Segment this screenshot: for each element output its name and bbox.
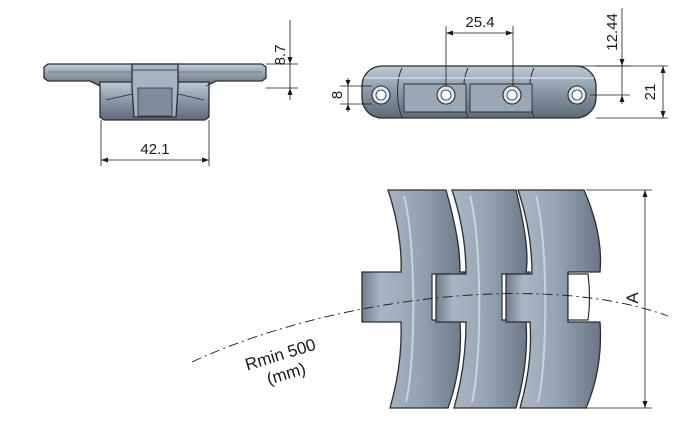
label-overall-height: 12.44 <box>604 13 621 51</box>
label-pin-height: 8 <box>329 91 346 99</box>
dim-total-height: 21 <box>596 65 668 119</box>
dim-pitch: 25.4 <box>445 14 514 86</box>
dim-pin-height: 8 <box>329 78 372 112</box>
label-chain-width: A <box>623 292 642 304</box>
dim-base-width: 42.1 <box>100 120 210 166</box>
radius-label: Rmin 500 (mm) <box>243 335 318 389</box>
dim-chain-width: A <box>586 189 652 409</box>
radius-path <box>191 293 669 363</box>
chain-plate-2 <box>435 189 531 409</box>
top-view <box>361 189 602 409</box>
dim-top-height: 8.7 <box>266 20 298 100</box>
label-pitch: 25.4 <box>465 14 494 31</box>
label-top-height: 8.7 <box>272 45 289 66</box>
label-total-height: 21 <box>642 84 659 101</box>
label-base-width: 42.1 <box>140 141 169 158</box>
front-view <box>43 63 267 121</box>
side-view <box>361 65 597 119</box>
